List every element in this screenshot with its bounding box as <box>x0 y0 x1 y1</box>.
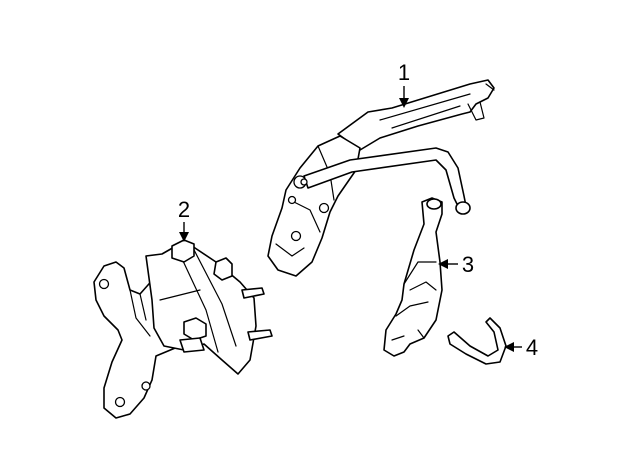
callout-4: 4 <box>504 335 538 360</box>
part-3-bracket <box>383 197 443 357</box>
callout-1-label: 1 <box>398 60 410 85</box>
callout-2-label: 2 <box>178 197 190 222</box>
part-4-u-clip <box>447 317 507 365</box>
callout-2: 2 <box>178 197 190 242</box>
part-1-height-sensor <box>267 79 495 277</box>
callout-1: 1 <box>398 60 410 108</box>
part-2-mounting-bracket <box>93 239 273 419</box>
callout-4-label: 4 <box>526 335 538 360</box>
callout-3-label: 3 <box>462 252 474 277</box>
callout-3: 3 <box>438 252 474 277</box>
